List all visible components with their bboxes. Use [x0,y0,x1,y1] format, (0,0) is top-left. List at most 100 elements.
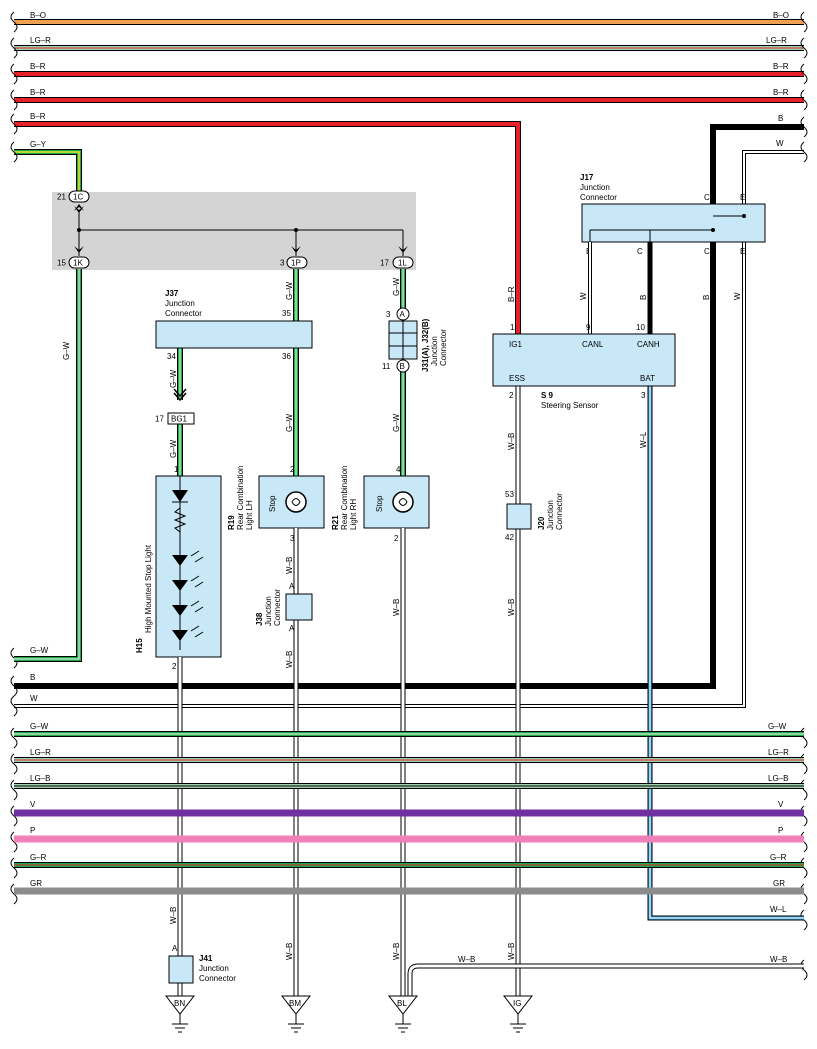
j38-junction-connector: A A J38 Junction Connector [255,582,313,633]
wb-label-j38: W–B [285,651,294,668]
connector-1p-label: 1P [291,259,301,268]
r19-id: R19 [227,515,236,530]
label-gw-right: G–W [768,722,787,731]
ground-bn: BN [164,995,196,1033]
label-gw-left: G–W [30,722,49,731]
gw-label-1l: G–W [392,277,401,296]
wire-label-br3-left: B–R [30,112,46,121]
j38-name1: Junction [264,596,273,626]
label-gr-left: G–R [30,853,47,862]
s9-pin-2: 2 [509,391,514,400]
j17-name2: Connector [580,193,617,202]
r21-rear-combination-light-rh: Stop 4 2 R21 Rear Combination Light RH [331,465,430,543]
ground-bm-label: BM [289,999,301,1008]
r19-inner-stop: Stop [268,495,277,512]
j20-id: J20 [537,516,546,530]
connector-1p: 1P 3 [280,256,308,269]
j41-junction-connector: A J41 Junction Connector [168,944,236,984]
s9-canh: CANH [637,340,660,349]
connector-bg1: BG1 17 [155,412,195,425]
ground-ig: IG [502,995,534,1033]
j31-pin-3: 3 [386,310,391,319]
wb-label-r21: W–B [392,599,401,616]
wire-label-gy: G–Y [30,140,47,149]
label-p-left: P [30,826,35,835]
wire-label-lgr-right: LG–R [766,36,787,45]
wire-label-br2-left: B–R [30,88,46,97]
j31-id: J31(A), J32(B) [421,318,430,372]
j31-pin-a: A [400,310,406,319]
wb-label-h15: W–B [169,907,178,924]
h15-pin-2: 2 [172,662,177,671]
ground-bn-label: BN [174,999,185,1008]
gw-label-j37-34: G–W [169,369,178,388]
wire-label-lgr-left: LG–R [30,36,51,45]
j32-pin-b: B [400,362,405,371]
gw-label-1p: G–W [285,281,294,300]
label-gry-left: GR [30,879,42,888]
gw-label-j37-36: G–W [285,413,294,432]
ground-bl: BL [387,995,419,1033]
j17-name1: Junction [580,183,610,192]
connector-1c: 1C 21 [57,190,90,203]
j31-j32-junction-connector: A B 3 11 J31(A), J32(B) Junction Connect… [382,307,448,373]
label-lgr-right: LG–R [768,748,789,757]
j20-pin-42: 42 [505,533,514,542]
can-wire-labels: W B B W W–L [579,292,742,448]
bg1-arrow [173,388,187,402]
wb-label-j20: W–B [507,599,516,616]
pin-3-1p: 3 [280,259,285,268]
r21-name1: Rear Combination [340,466,349,530]
wire-label-b-top-right: B [778,114,783,123]
top-bus-wires [14,19,804,708]
r21-id: R21 [331,515,340,530]
j38-pin-a-top: A [289,582,295,591]
j20-name2: Connector [555,493,564,530]
gw-label-left: G–W [62,341,71,360]
connector-1l: 1L 17 [380,256,414,269]
wire-label-bo-left: B–O [30,11,46,20]
connector-1l-label: 1L [398,259,407,268]
gw-labels: G–W G–W G–W G–W G–W G–W G–W B–R [62,277,516,458]
j17-pin-c-bottom2: C [704,247,710,256]
j31-name1: Junction [430,336,439,366]
wire-label-br1-right: B–R [773,62,789,71]
pin-21: 21 [57,193,66,202]
j37-name1: Junction [165,299,195,308]
j37-name2: Connector [165,309,202,318]
j20-pin-53: 53 [505,490,514,499]
j37-pin-35: 35 [282,309,291,318]
label-w-left-bus: W [30,694,38,703]
s9-ig1: IG1 [509,340,522,349]
top-wire-labels: B–O B–O LG–R LG–R B–R B–R B–R B–R B–R B … [30,11,789,149]
label-v-left: V [30,800,36,809]
j37-pin-34: 34 [167,352,176,361]
gw-label-j32: G–W [392,413,401,432]
label-p-right: P [778,826,783,835]
s9-steering-sensor: IG1 CANL CANH ESS BAT 1 9 10 2 3 S 9 Ste… [492,323,676,410]
gw-label-bg1: G–W [169,439,178,458]
connector-1c-label: 1C [73,193,83,202]
wire-label-bo-right: B–O [773,11,789,20]
s9-ess: ESS [509,374,525,383]
wb-label-bottom-right: W–B [770,955,787,964]
wb-label-r19: W–B [285,557,294,574]
h15-high-mounted-stop-light: 1 2 H15 High Mounted Stop Light [135,465,222,671]
j17-pin-e-bottom2: E [740,247,745,256]
r21-inner-stop: Stop [375,495,384,512]
j17-pin-e-top: E [740,193,745,202]
wb-label-bottom-mid: W–B [458,955,475,964]
label-gry-right: GR [773,879,785,888]
s9-bat: BAT [640,374,655,383]
j37-junction-connector: J37 Junction Connector 34 35 36 [155,289,313,361]
j17-id: J17 [580,173,594,182]
j41-pin-a: A [172,944,178,953]
wire-label-br1-left: B–R [30,62,46,71]
label-lgb-right: LG–B [768,774,788,783]
j17-pin-c-top: C [704,193,710,202]
b-label-right: B [702,295,711,300]
r19-name1: Rear Combination [236,466,245,530]
label-v-right: V [778,800,784,809]
h15-id: H15 [135,638,144,653]
